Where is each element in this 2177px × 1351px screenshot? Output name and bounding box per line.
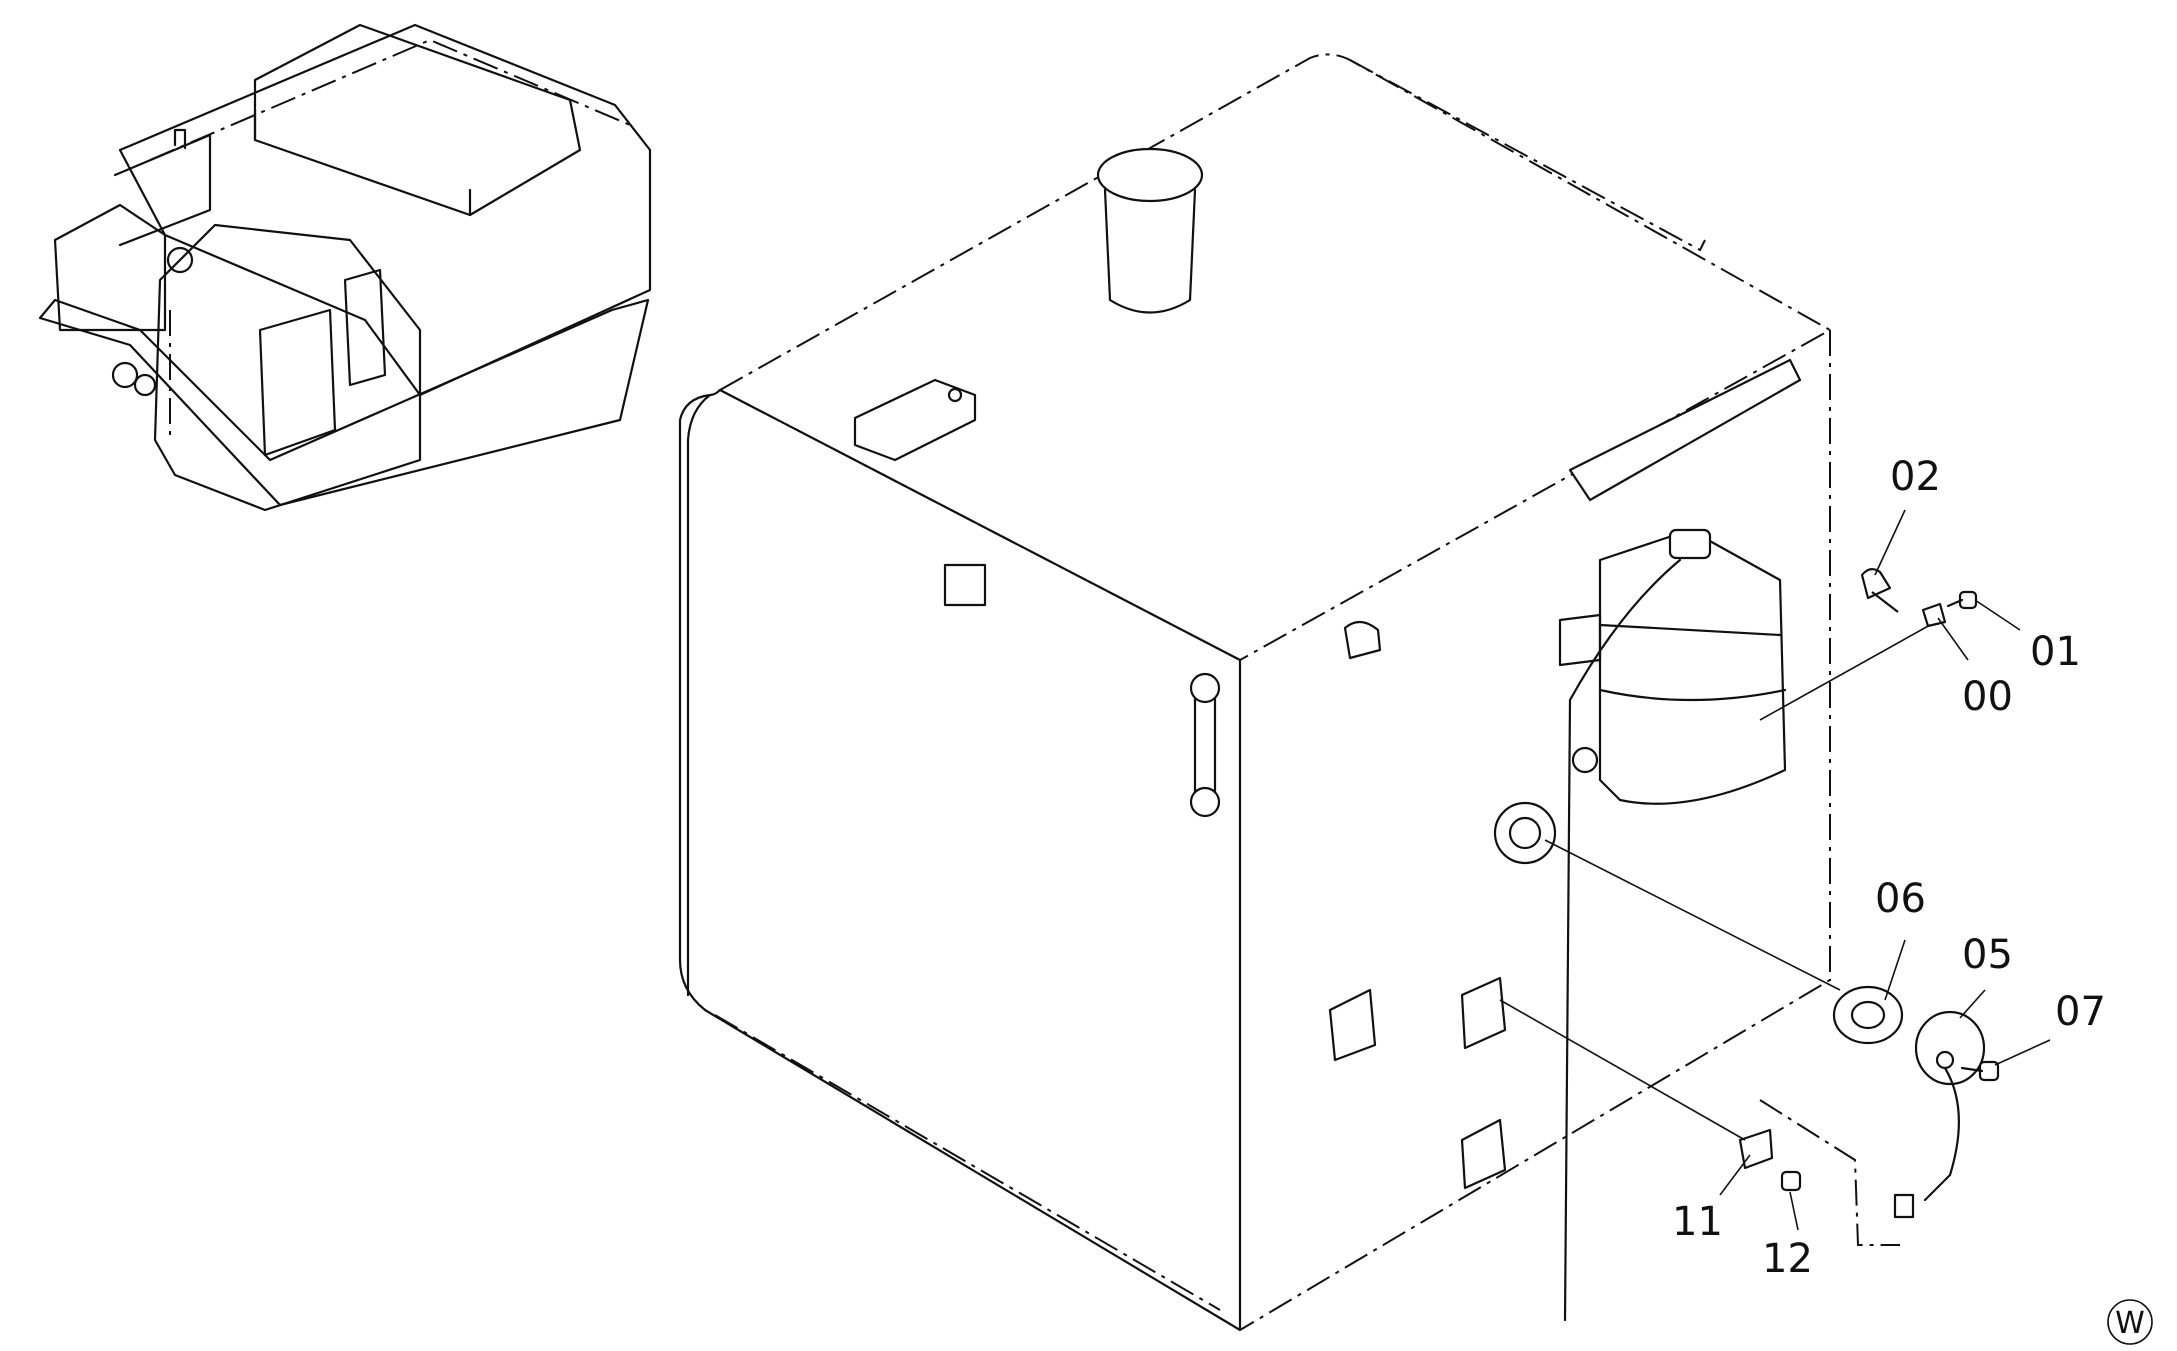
excavator-overview bbox=[38, 23, 652, 512]
callout-06: 06 bbox=[1875, 876, 1926, 922]
part-02-tie bbox=[1860, 568, 1899, 613]
part-12-bolt bbox=[1780, 1170, 1802, 1192]
callout-01: 01 bbox=[2030, 629, 2081, 675]
corner-marker: W bbox=[2107, 1299, 2153, 1345]
part-05-sender bbox=[1893, 1010, 1986, 1219]
part-07-bolt bbox=[1960, 1060, 2000, 1082]
callout-12: 12 bbox=[1762, 1236, 1813, 1282]
callout-11: 11 bbox=[1672, 1199, 1723, 1245]
part-06-gasket bbox=[1832, 985, 1904, 1045]
leader-lines bbox=[1719, 509, 2051, 1231]
callout-05: 05 bbox=[1962, 932, 2013, 978]
tank-ring bbox=[1493, 801, 1557, 865]
part-01-bolt bbox=[1946, 590, 1978, 610]
callout-02: 02 bbox=[1890, 454, 1941, 500]
callout-00: 00 bbox=[1962, 674, 2013, 720]
corner-marker-letter: W bbox=[2115, 1306, 2145, 1341]
callout-labels: 02 01 00 06 05 07 11 12 bbox=[1672, 454, 2106, 1282]
callout-07: 07 bbox=[2055, 989, 2106, 1035]
hydraulic-tank bbox=[678, 53, 1833, 1332]
reserve-tank bbox=[1558, 528, 1787, 1322]
